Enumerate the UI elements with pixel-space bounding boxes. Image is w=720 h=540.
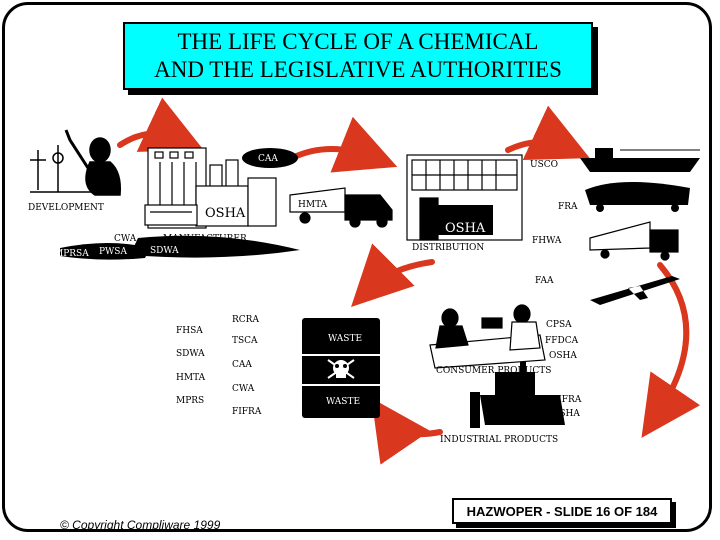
factory-illustration — [144, 147, 277, 229]
title-box: THE LIFE CYCLE OF A CHEMICAL AND THE LEG… — [123, 22, 593, 90]
footer-box: HAZWOPER - SLIDE 16 OF 184 — [452, 498, 672, 524]
label-cwa-waste: CWA — [232, 384, 255, 394]
label-hmta-truck: HMTA — [298, 200, 328, 210]
label-distribution: DISTRIBUTION — [412, 243, 485, 253]
label-waste-bottom: WASTE — [326, 397, 361, 407]
label-faa: FAA — [535, 276, 554, 286]
label-fhwa: FHWA — [532, 236, 562, 246]
lab-worker-illustration — [30, 129, 122, 196]
slide-number-label: HAZWOPER - SLIDE 16 OF 184 — [466, 503, 658, 519]
label-cwa-top: CWA — [114, 234, 137, 244]
bulldozer-illustration — [470, 362, 565, 428]
label-osha-consumer: OSHA — [549, 351, 577, 361]
slide-title: THE LIFE CYCLE OF A CHEMICAL AND THE LEG… — [154, 29, 562, 82]
tanker-truck-illustration — [289, 187, 393, 228]
label-osha-distribution: OSHA — [445, 221, 486, 236]
label-fhsa: FHSA — [176, 326, 203, 336]
label-fifra-industrial: FIFRA — [552, 395, 582, 405]
label-tsca: TSCA — [232, 336, 258, 346]
arrow-dist-to-transport — [505, 105, 590, 161]
label-mprs: MPRS — [176, 396, 205, 406]
osha-dark-bar — [425, 205, 493, 235]
arrow-transport-to-consumer — [641, 262, 701, 438]
airplane-illustration — [590, 276, 680, 305]
arrow-dev-to-mfg — [117, 97, 204, 152]
label-caa-waste: CAA — [232, 360, 252, 370]
water-discharge-left — [60, 243, 150, 260]
label-mprsa: MPRSA — [54, 249, 89, 259]
label-caa-top: CAA — [258, 154, 278, 164]
label-rcra: RCRA — [232, 315, 259, 325]
consumer-store-illustration — [429, 304, 546, 369]
copyright-text: © Copyright Compliware 1999 — [60, 518, 221, 532]
label-development: DEVELOPMENT — [28, 203, 104, 213]
highway-truck-illustration — [589, 221, 679, 261]
ship-illustration — [580, 148, 700, 172]
factory-smoke — [242, 148, 298, 168]
label-fifra-waste: FIFRA — [232, 407, 262, 417]
label-pwsa: PWSA — [99, 247, 127, 257]
arrow-industrial-to-waste — [371, 398, 443, 465]
label-waste-top: WASTE — [328, 334, 363, 344]
arrow-consumer-to-waste — [351, 243, 435, 307]
label-sdwa-top: SDWA — [150, 246, 179, 256]
label-osha-manufacturer: OSHA — [205, 206, 246, 221]
label-usco: USCO — [530, 160, 559, 170]
arrow-mfg-to-dist — [289, 116, 398, 173]
railcar-illustration — [585, 181, 690, 212]
label-industrial-products: INDUSTRIAL PRODUCTS — [440, 435, 559, 445]
label-hmta-waste: HMTA — [176, 373, 206, 383]
label-osha-industrial: OSHA — [552, 409, 580, 419]
label-cpsa: CPSA — [546, 320, 572, 330]
water-discharge-shape — [130, 235, 300, 258]
label-fra: FRA — [558, 202, 578, 212]
label-consumer-products: CONSUMER PRODUCTS — [436, 366, 552, 376]
label-sdwa-waste: SDWA — [176, 349, 205, 359]
label-manufacturer: MANUFACTURER — [163, 234, 247, 244]
label-ffdca: FFDCA — [545, 336, 579, 346]
